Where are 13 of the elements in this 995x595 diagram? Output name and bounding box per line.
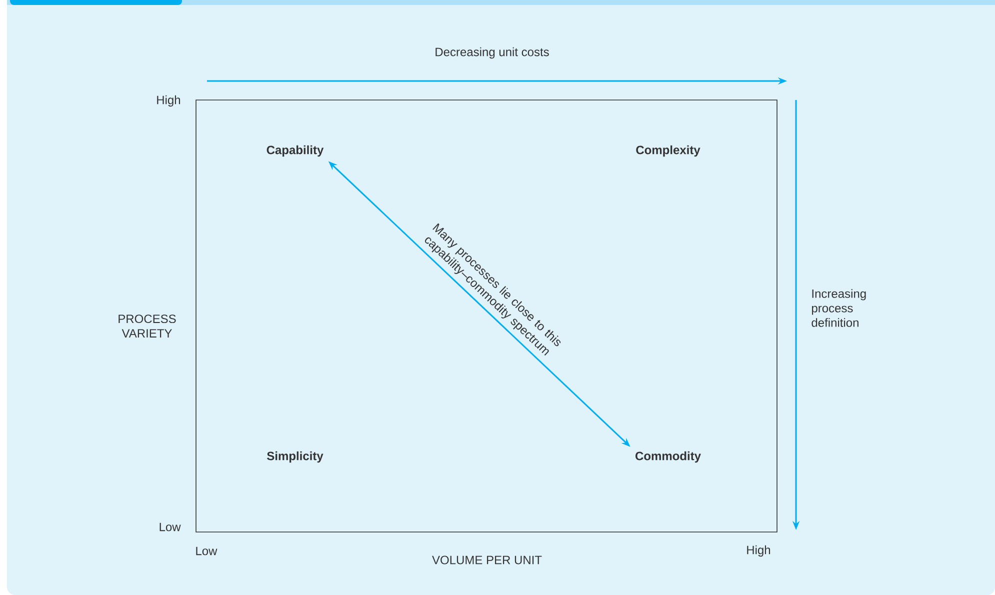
axis-label: VOLUME PER UNIT bbox=[432, 556, 542, 564]
axis-label: PROCESS VARIETY bbox=[118, 314, 176, 338]
axis-label: High bbox=[157, 95, 180, 107]
arrow-label: Increasing process definition bbox=[812, 289, 866, 327]
quadrant-label: Simplicity bbox=[267, 451, 324, 463]
axis-label: Low bbox=[160, 522, 181, 532]
axis-label: Low bbox=[196, 546, 218, 556]
quadrant-label: Commodity bbox=[636, 451, 701, 463]
quadrant-label: Complexity bbox=[636, 145, 700, 157]
arrow-label: Decreasing unit costs bbox=[436, 47, 549, 59]
quadrant-label: Capability bbox=[266, 145, 324, 157]
matrix-box bbox=[196, 100, 778, 532]
axis-label: High bbox=[747, 545, 770, 557]
